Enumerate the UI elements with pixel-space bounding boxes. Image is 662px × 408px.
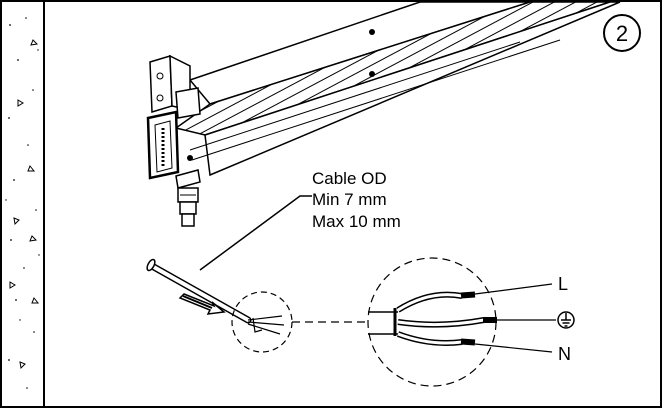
rail-end-cap xyxy=(146,110,180,180)
insertion-direction-arrow xyxy=(178,293,226,315)
neutral-label: N xyxy=(558,344,571,364)
cable-od-max: Max 10 mm xyxy=(312,212,401,231)
cable-gland xyxy=(175,169,201,227)
detail-callout-source xyxy=(231,291,293,353)
wire-labels: L N xyxy=(474,274,575,364)
mounting-rail xyxy=(174,1,621,177)
step-number: 2 xyxy=(616,21,628,46)
cable-spec-leader xyxy=(199,195,312,271)
concrete-wall xyxy=(5,1,45,407)
cable-spec-label: Cable OD Min 7 mm Max 10 mm xyxy=(312,169,401,231)
earth-ground-icon xyxy=(557,311,575,329)
wire-detail-magnified xyxy=(367,257,497,387)
live-label: L xyxy=(558,274,568,294)
cable xyxy=(146,258,285,335)
wall-bracket xyxy=(149,54,201,119)
step-badge: 2 xyxy=(603,14,641,52)
cable-od-min: Min 7 mm xyxy=(312,190,387,209)
cable-od-title: Cable OD xyxy=(312,169,387,188)
